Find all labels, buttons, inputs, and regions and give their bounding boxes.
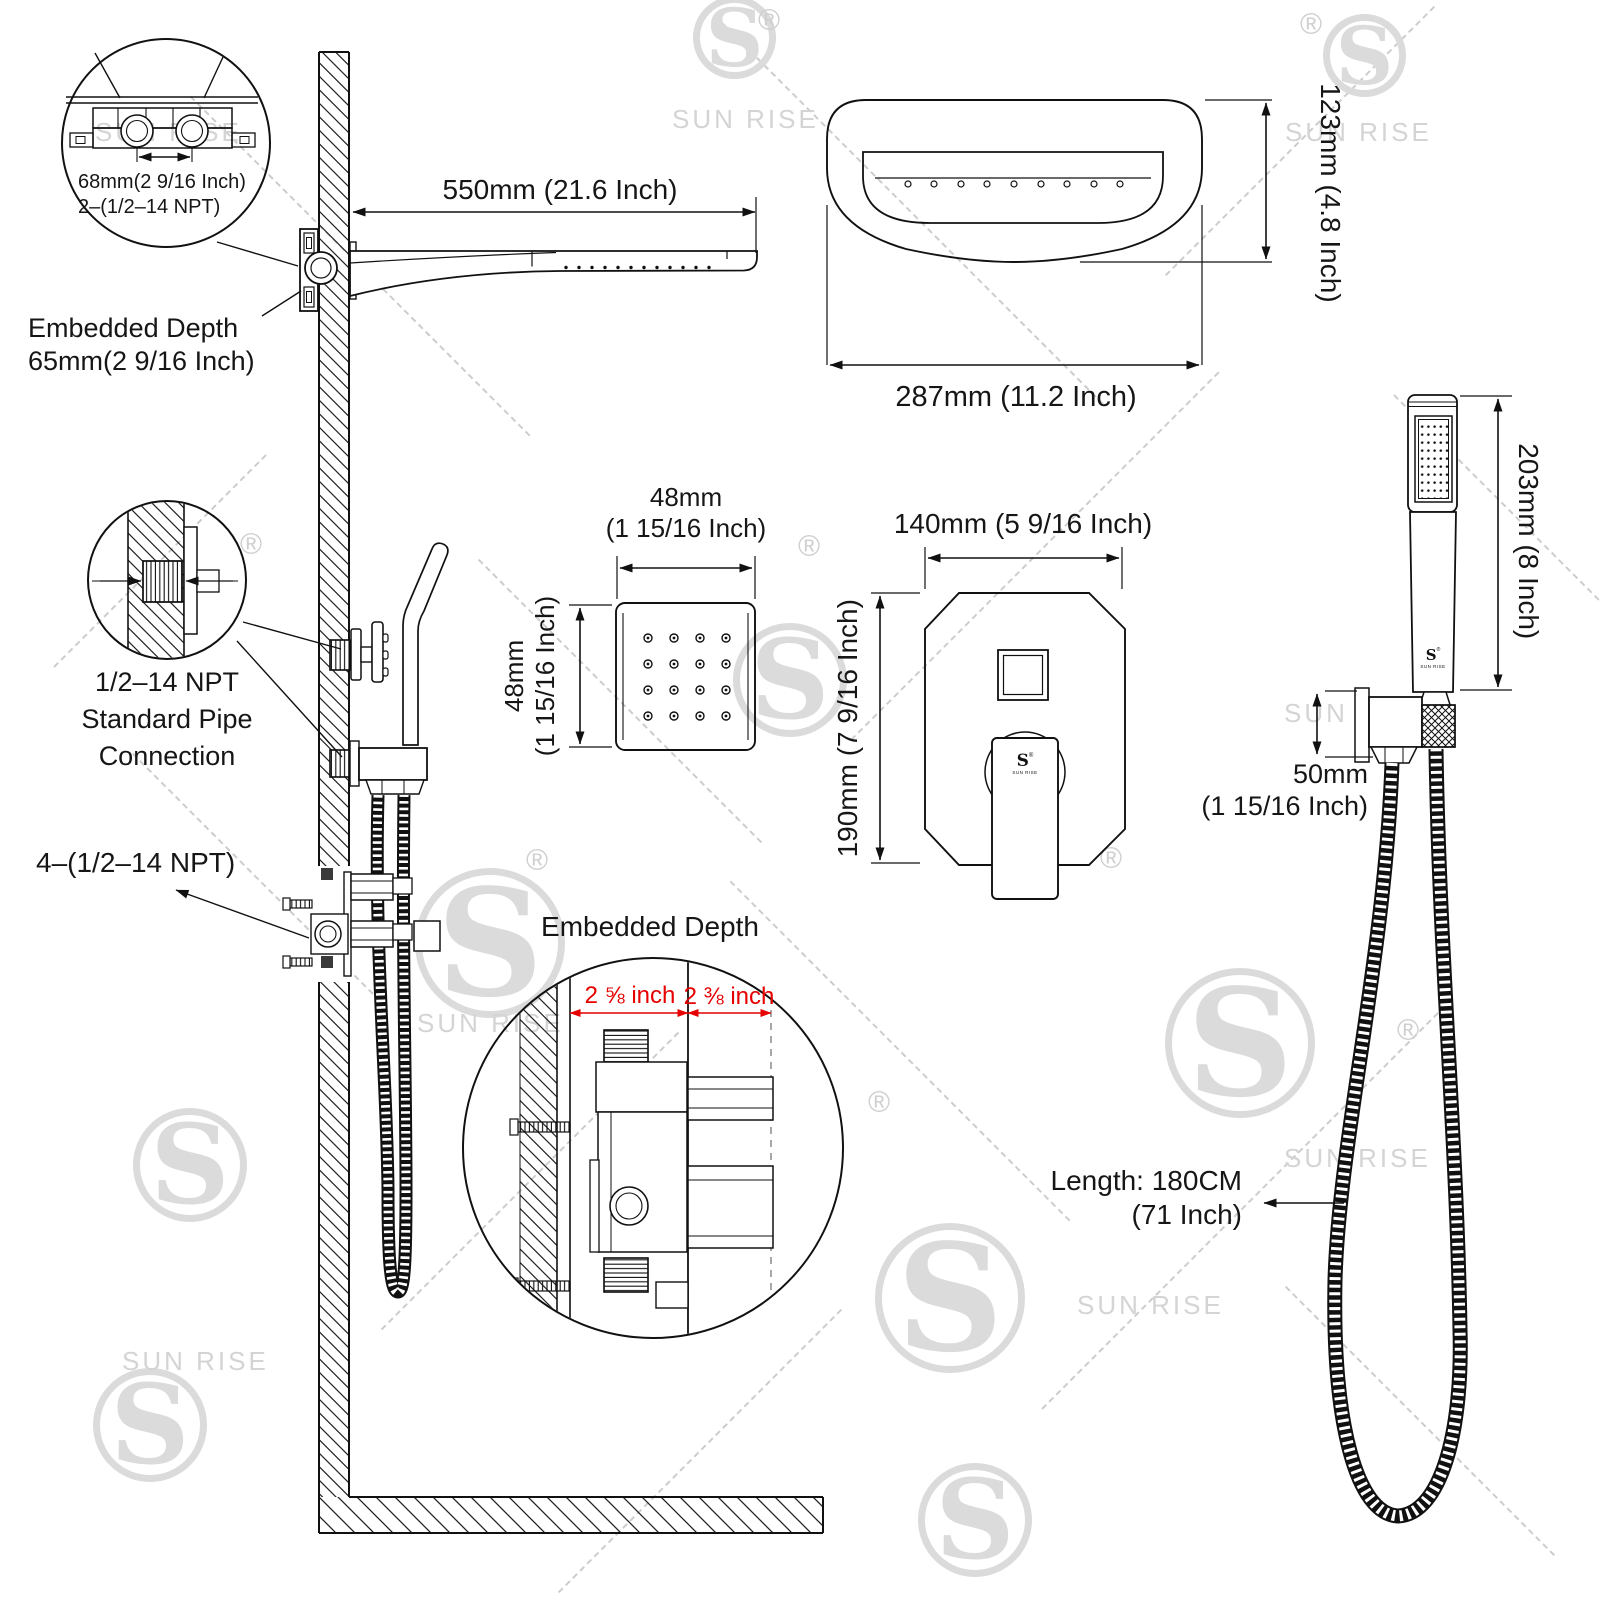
dim-depth-right: 2 ⅜ inch [683,983,775,1010]
body-jet-front [569,556,756,751]
dim-head-width: 287mm (11.2 Inch) [895,381,1137,413]
watermark-registered: ® [1397,1014,1420,1047]
dim-depth-left: 2 ⅝ inch [584,982,676,1009]
detail-circle-npt [87,500,343,758]
dim-jet-height: 48mm (1 15/16 Inch) [499,595,560,757]
watermark-registered: ® [868,1086,891,1119]
label-embedded-depth-detail: Embedded Depth [541,911,759,942]
dim-head-height: 123mm (4.8 Inch) [1315,83,1347,303]
watermark-registered: ® [1300,8,1323,41]
handshower-front [1312,394,1512,764]
detail-circle-embedded-depth [462,957,844,1339]
shower-arm [349,197,758,300]
watermark-logo: S [1155,958,1325,1128]
watermark-brand: SUN RISE [1285,117,1432,147]
watermark-brand: SUN RISE [95,117,242,147]
dim-valve-width: 140mm (5 9/16 Inch) [893,508,1153,539]
watermark-logo: S [1317,8,1412,103]
watermark-logo: S [405,858,575,1028]
watermark-brand: SUN RISE [1077,1290,1224,1320]
head-top-view [826,99,1272,370]
detail-rough-in-text: 68mm(2 9/16 Inch) 2–(1/2–14 NPT) [78,170,246,220]
wall-column-components [329,542,449,795]
watermark-logo: S [865,1213,1035,1383]
inwall-valve-side [282,866,441,982]
label-npt-4: 4–(1/2–14 NPT) [36,847,236,878]
brand-logo-on-handle: S® SUN RISE [1012,751,1038,775]
wall-column-hose [370,794,413,1299]
watermark-registered: ® [798,530,821,563]
watermark-registered: ® [758,4,781,37]
leader-embedded-depth [261,290,302,317]
label-npt-connection: 1/2–14 NPT Standard Pipe Connection [81,667,253,771]
leader-npt-4 [175,889,310,939]
dim-jet-width: 48mm (1 15/16 Inch) [605,482,767,543]
watermark-registered: ® [240,528,263,561]
dim-handshower-height: 203mm (8 Inch) [1513,443,1545,640]
dim-valve-height: 190mm (7 9/16 Inch) [831,599,863,858]
dim-ports-distance: 68mm(2 9/16 Inch) [78,171,246,193]
brand-logo-on-wand: S® SUN RISE [1420,646,1446,669]
watermark-logo: S [910,1455,1040,1585]
label-embedded-depth-wall: Embedded Depth 65mm(2 9/16 Inch) [28,313,255,376]
label-hose-length: Length: 180CM (71 Inch) [1050,1165,1242,1230]
dim-bracket-height: 50mm (1 15/16 Inch) [1201,759,1368,821]
watermark-logo: S [125,1100,255,1230]
watermark-brand: SUN RISE [1284,1143,1431,1173]
watermark-brand: SUN RISE [122,1346,269,1376]
detail-circle-rough-in [61,38,299,267]
hand-shower-hose [1327,748,1468,1524]
watermark-registered: ® [526,844,549,877]
watermark-brand: SUN RISE [672,104,819,134]
watermark-logo: S [85,1360,215,1490]
valve-trim-front [871,547,1126,900]
watermark-logo: S [725,615,855,745]
dim-ports-thread: 2–(1/2–14 NPT) [78,196,221,218]
dim-arm-length: 550mm (21.6 Inch) [442,174,678,205]
watermark-logo: S [687,0,782,85]
arm-rough-in-valve [299,228,338,312]
watermark-registered: ® [1100,842,1123,875]
